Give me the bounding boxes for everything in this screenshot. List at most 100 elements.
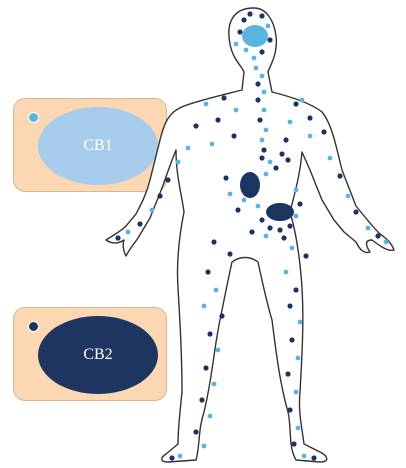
- cb2-receptor-dot: [297, 201, 302, 206]
- cb2-receptor-dot: [231, 133, 236, 138]
- cb2-receptor-dot: [255, 97, 260, 102]
- cb2-receptor-dot: [241, 17, 246, 22]
- cb1-receptor-dot: [186, 146, 191, 151]
- cb2-receptor-dot: [311, 455, 316, 460]
- cb2-receptor-dot: [291, 441, 296, 446]
- cb1-receptor-dot: [234, 42, 239, 47]
- cb2-receptor-dot: [287, 407, 292, 412]
- cb1-receptor-dot: [262, 90, 267, 95]
- body-outline: [106, 8, 394, 462]
- cb2-receptor-dot: [285, 371, 290, 376]
- cb2-receptor-dot: [259, 155, 264, 160]
- cb2-receptor-dot: [277, 227, 282, 232]
- cb2-receptor-dot: [285, 157, 290, 162]
- cb1-receptor-dot: [284, 270, 289, 275]
- cb2-receptor-dot: [205, 269, 210, 274]
- cb1-receptor-dot: [202, 444, 207, 449]
- cb1-receptor-dot: [296, 356, 301, 361]
- cb1-receptor-dot: [242, 198, 247, 203]
- cb1-receptor-dot: [384, 240, 389, 245]
- cb2-receptor-dot: [157, 193, 162, 198]
- cb2-receptor-dot: [281, 235, 286, 240]
- cb1-receptor-dot: [290, 246, 295, 251]
- cb1-receptor-dot: [216, 348, 221, 353]
- cb1-receptor-dot: [308, 134, 313, 139]
- cb2-receptor-dot: [321, 129, 326, 134]
- cb2-receptor-dot: [293, 101, 298, 106]
- cb2-receptor-dot: [235, 207, 240, 212]
- cb1-receptor-dot: [252, 56, 257, 61]
- cb2-receptor-dot: [303, 253, 308, 258]
- cb1-receptor-dot: [210, 142, 215, 147]
- cb2-receptor-dot: [237, 29, 242, 34]
- cb2-receptor-dot: [257, 117, 262, 122]
- cb1-receptor-dot: [202, 304, 207, 309]
- cb1-receptor-dot: [178, 454, 183, 459]
- cb1-receptor-dot: [214, 288, 219, 293]
- cb2-receptor-dot: [249, 229, 254, 234]
- cb2-receptor-dot: [267, 37, 272, 42]
- cb2-receptor-dot: [221, 95, 226, 100]
- cb1-receptor-dot: [244, 48, 249, 53]
- cb1-receptor-dot: [268, 160, 273, 165]
- cb1-receptor-dot: [346, 194, 351, 199]
- cb2-receptor-dot: [219, 313, 224, 318]
- cb2-receptor-dot: [337, 173, 342, 178]
- cb1-receptor-dot: [264, 128, 269, 133]
- cb1-receptor-dot: [254, 66, 259, 71]
- liver-blob: [240, 172, 260, 198]
- cb1-receptor-dot: [228, 192, 233, 197]
- cb1-receptor-dot: [298, 320, 303, 325]
- cb2-receptor-dot: [267, 225, 272, 230]
- cb2-receptor-dot: [353, 209, 358, 214]
- cb1-receptor-dot: [176, 160, 181, 165]
- cb2-receptor-dot: [215, 117, 220, 122]
- cb2-receptor-dot: [115, 235, 120, 240]
- cb1-receptor-dot: [288, 120, 293, 125]
- cb1-receptor-dot: [302, 454, 307, 459]
- cb1-receptor-dot: [150, 208, 155, 213]
- cb2-receptor-dot: [287, 303, 292, 308]
- cb2-receptor-dot: [169, 455, 174, 460]
- cb2-receptor-dot: [293, 287, 298, 292]
- gut-blob: [266, 203, 294, 221]
- cb1-receptor-dot: [294, 188, 299, 193]
- cb2-receptor-dot: [199, 397, 204, 402]
- cb1-receptor-dot: [366, 226, 371, 231]
- cb2-receptor-dot: [259, 13, 264, 18]
- cb1-receptor-dot: [294, 214, 299, 219]
- cb1-receptor-dot: [300, 98, 305, 103]
- cb1-receptor-dot: [126, 230, 131, 235]
- cb2-receptor-dot: [247, 11, 252, 16]
- cb2-receptor-dot: [375, 233, 380, 238]
- cb1-receptor-dot: [296, 426, 301, 431]
- cb1-receptor-dot: [262, 108, 267, 113]
- cb1-receptor-dot: [260, 138, 265, 143]
- cb2-receptor-dot: [193, 429, 198, 434]
- cb2-receptor-dot: [289, 337, 294, 342]
- cb1-receptor-dot: [260, 74, 265, 79]
- cb2-receptor-dot: [283, 137, 288, 142]
- cb2-receptor-dot: [223, 175, 228, 180]
- cb2-receptor-dot: [203, 365, 208, 370]
- cb2-receptor-dot: [307, 115, 312, 120]
- cb1-receptor-dot: [294, 390, 299, 395]
- cb1-receptor-dot: [264, 234, 269, 239]
- cb2-receptor-dot: [207, 331, 212, 336]
- cb1-receptor-dot: [266, 24, 271, 29]
- cb2-receptor-dot: [255, 81, 260, 86]
- cb2-receptor-dot: [137, 221, 142, 226]
- brain-cluster: [242, 25, 268, 47]
- cb2-receptor-dot: [259, 49, 264, 54]
- cb1-receptor-dot: [212, 382, 217, 387]
- cb2-receptor-dot: [165, 177, 170, 182]
- cb1-receptor-dot: [256, 204, 261, 209]
- cb1-receptor-dot: [204, 102, 209, 107]
- cb1-receptor-dot: [208, 414, 213, 419]
- cb1-receptor-dot: [234, 108, 239, 113]
- cb2-receptor-dot: [261, 147, 266, 152]
- cb2-receptor-dot: [193, 123, 198, 128]
- cb2-receptor-dot: [211, 239, 216, 244]
- cb1-receptor-dot: [328, 156, 333, 161]
